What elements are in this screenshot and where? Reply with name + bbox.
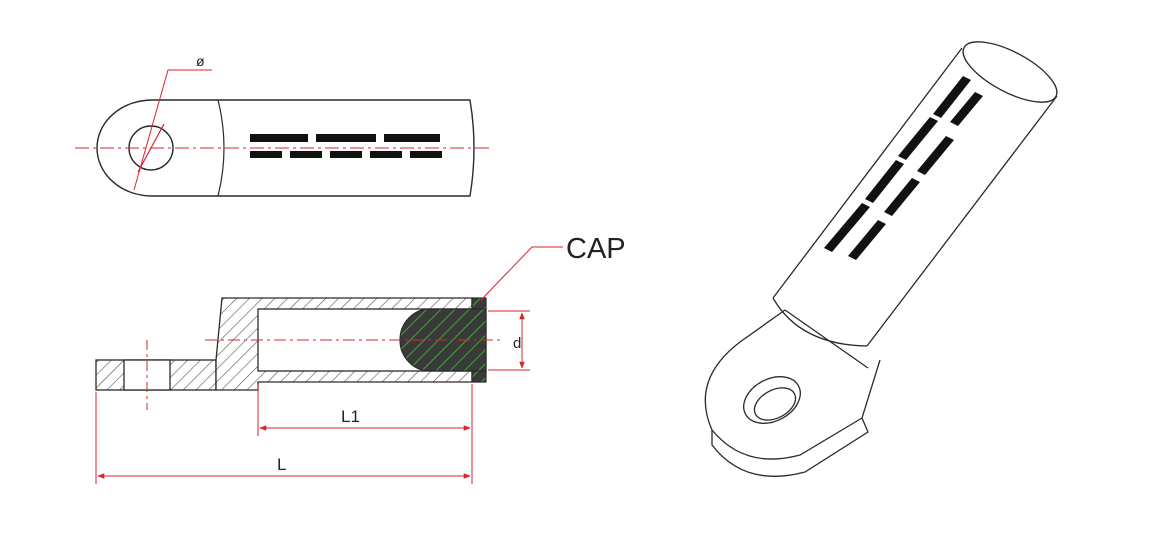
- diameter-slash: [137, 123, 165, 173]
- top-view-crimp-marks-upper: [250, 134, 440, 142]
- diameter-leader-line: [133, 69, 212, 191]
- top-view: ø: [75, 53, 492, 197]
- iso-bolt-hole-inner: [753, 387, 797, 421]
- top-view-eye-outline: [96, 99, 218, 197]
- iso-palm-crease: [784, 309, 869, 369]
- l-label: L: [277, 455, 286, 474]
- section-view: CAP d L1 L: [95, 233, 626, 484]
- top-view-barrel: [218, 99, 475, 197]
- cap-leader-line: [480, 246, 563, 301]
- iso-crimp-marks: [824, 76, 983, 260]
- isometric-view: [704, 41, 1058, 477]
- iso-barrel-bottom-curve: [772, 297, 868, 347]
- diameter-label: ø: [196, 53, 205, 69]
- cap-label: CAP: [566, 233, 626, 265]
- iso-barrel-left-edge: [772, 47, 963, 299]
- iso-barrel-top-end: [962, 41, 1058, 103]
- top-view-barrel-transition: [217, 99, 225, 197]
- iso-barrel-right-edge: [866, 95, 1058, 347]
- iso-bolt-hole-outer: [743, 376, 801, 424]
- l1-label: L1: [341, 407, 360, 426]
- top-view-crimp-marks-lower: [250, 151, 442, 158]
- iso-palm-outline: [704, 309, 881, 460]
- d-label: d: [513, 335, 521, 352]
- iso-palm-thickness: [711, 417, 869, 477]
